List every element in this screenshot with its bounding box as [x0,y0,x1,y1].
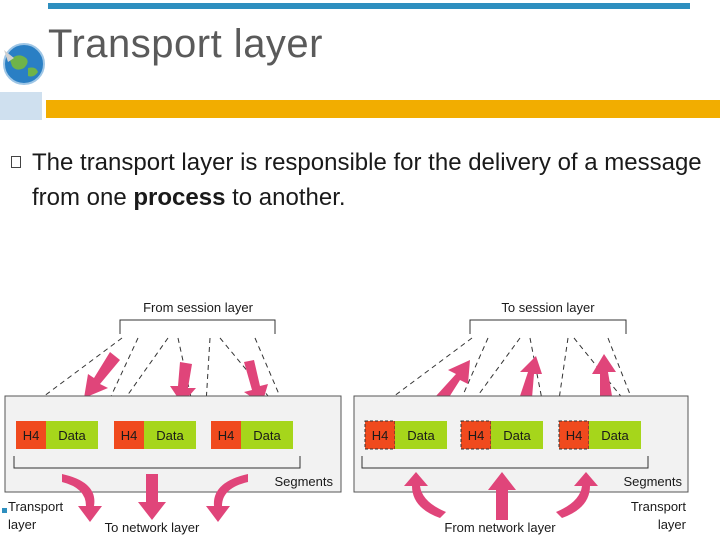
right-cell-1-header-text: H4 [372,428,389,443]
bullet-text-part2: to another. [225,184,346,211]
bullet-square-icon [11,156,21,168]
left-bottom-bracket [13,456,301,469]
left-cells: H4 Data H4 Data H4 Data [16,421,293,449]
right-bottom-label: From network layer [444,520,556,535]
arrow-in-2 [488,472,516,520]
right-cell-3-header-text: H4 [566,428,583,443]
bullet-text: The transport layer is responsible for t… [32,145,712,215]
left-cell-1-data [46,421,98,449]
left-corner-label-2: layer [8,517,37,532]
arrow-in-1 [404,472,446,518]
right-panel: To session layer H4 Data H4 Data [353,300,689,535]
right-cells: H4 Data H4 Data H4 Data [364,420,641,450]
arrow-down-3 [244,360,268,404]
left-panel: From session layer H4 Data [2,300,342,535]
right-cell-3-header [558,420,590,450]
right-cell-3-data [589,421,641,449]
right-corner-label-1: Transport [631,499,687,514]
left-cell-1-header-text: H4 [23,428,40,443]
left-cell-1-data-text: Data [58,428,86,443]
title-underline-bar [46,100,720,118]
left-cell-2-data [144,421,196,449]
corner-square [2,508,7,513]
left-cell-3-header-text: H4 [218,428,235,443]
right-top-label: To session layer [501,300,595,315]
bullet-bold-word: process [133,184,226,211]
left-top-label: From session layer [143,300,253,315]
left-accent-block [0,92,42,120]
arrow-down-1 [84,352,120,398]
page-title: Transport layer [48,22,323,66]
right-cell-2-data-text: Data [503,428,531,443]
arrow-down-2 [170,362,196,404]
left-segments-label: Segments [274,474,333,489]
right-cell-2-header-text: H4 [468,428,485,443]
right-cell-2-data [491,421,543,449]
left-cell-2-data-text: Data [156,428,184,443]
right-cell-3-data-text: Data [601,428,629,443]
right-corner-label-2: layer [658,517,687,532]
left-cell-3-data [241,421,293,449]
bullet-text-part1: The transport layer is responsible for t… [32,149,702,211]
left-bottom-arrows [62,474,248,522]
left-cell-2-header-text: H4 [121,428,138,443]
right-up-arrows [436,354,616,402]
arrow-out-3 [206,474,248,522]
right-cell-1-data [395,421,447,449]
arrow-up-1 [436,360,470,402]
left-cell-1-header [16,421,46,449]
left-bottom-label: To network layer [105,520,200,535]
right-segments-label: Segments [623,474,682,489]
left-down-arrows [84,352,268,404]
globe-logo-icon [3,43,45,85]
arrow-out-2 [138,474,166,520]
left-corner-label-1: Transport [8,499,64,514]
arrow-out-1 [62,474,102,522]
arrow-up-3 [592,354,616,396]
right-bottom-bracket [361,456,649,469]
left-cell-3-header [211,421,241,449]
top-accent-bar [48,3,690,9]
right-top-bracket [469,319,627,334]
right-cell-1-data-text: Data [407,428,435,443]
arrow-up-2 [520,356,542,398]
right-bottom-arrows [404,472,598,520]
arrow-in-3 [556,472,598,518]
right-cell-2-header [460,420,492,450]
right-cell-1-header [364,420,396,450]
left-cell-2-header [114,421,144,449]
left-cell-3-data-text: Data [253,428,281,443]
left-top-bracket [119,319,276,334]
